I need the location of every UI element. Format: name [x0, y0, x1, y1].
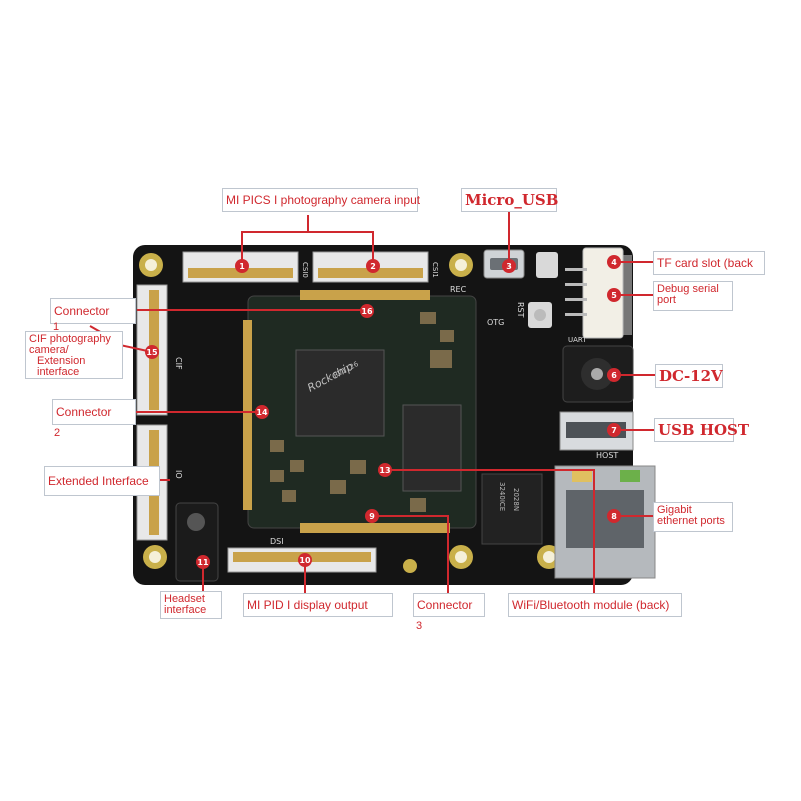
label-cif: CIF photography camera/ Extension interf… [25, 331, 123, 379]
svg-text:9: 9 [369, 512, 375, 521]
marker-15: 15 [145, 345, 159, 359]
label-connector2-num: 2 [54, 427, 61, 439]
svg-text:5: 5 [611, 291, 617, 300]
soc-chip [295, 349, 385, 437]
svg-text:14: 14 [256, 408, 268, 417]
marker-13: 13 [378, 463, 392, 477]
marker-2: 2 [366, 259, 380, 273]
label-cif-text: CIF photography camera/ [29, 333, 111, 356]
marker-8: 8 [607, 509, 621, 523]
svg-text:15: 15 [146, 348, 158, 357]
marker-9: 9 [365, 509, 379, 523]
rec-text: REC [450, 285, 467, 294]
label-connector1-num: 1 [53, 321, 60, 333]
eth-chip2-text: 2028N [512, 488, 520, 511]
label-extended: Extended Interface [44, 466, 160, 496]
csi0-text: CSI0 [301, 262, 309, 278]
label-headset: Headset interface [160, 591, 222, 619]
label-wifi-bt: WiFi/Bluetooth module (back) [508, 593, 682, 617]
label-connector1: Connector [50, 298, 136, 324]
callout-markers: 1 2 3 4 5 6 7 8 9 10 11 13 14 15 16 [145, 255, 621, 569]
left-fpc-connector [243, 320, 252, 510]
label-mipi-csi: MI PICS I photography camera input [222, 188, 420, 212]
top-fpc-connector [300, 290, 430, 300]
io-board-text: IO [174, 470, 183, 479]
marker-5: 5 [607, 288, 621, 302]
svg-text:2: 2 [370, 262, 376, 271]
marker-3: 3 [502, 259, 516, 273]
svg-text:10: 10 [299, 556, 311, 565]
bottom-fpc-connector [300, 523, 450, 533]
ethernet-transformer [481, 473, 543, 545]
label-gigabit: Gigabit ethernet ports [653, 502, 733, 532]
label-dc-12v: DC-12V [655, 364, 723, 388]
marker-6: 6 [607, 368, 621, 382]
svg-text:13: 13 [379, 466, 390, 475]
host-text: HOST [596, 451, 618, 460]
label-tf-card: TF card slot (back [653, 251, 765, 275]
rst-text: RST [516, 302, 525, 318]
dsi-board-text: DSI [270, 537, 284, 546]
svg-text:16: 16 [361, 307, 373, 316]
cif-board-text: CIF [174, 357, 183, 370]
svg-text:4: 4 [611, 258, 617, 267]
svg-text:3: 3 [506, 262, 512, 271]
marker-16: 16 [360, 304, 374, 318]
marker-1: 1 [235, 259, 249, 273]
wifi-antenna [403, 559, 417, 573]
eth-chip-text: 3240ICE [498, 482, 506, 511]
label-mipi-dsi: MI PID I display output [243, 593, 393, 617]
label-connector2: Connector [52, 399, 136, 425]
marker-4: 4 [607, 255, 621, 269]
label-connector3-num: 3 [416, 620, 423, 632]
svg-text:8: 8 [611, 512, 617, 521]
label-micro-usb: Micro_USB [461, 188, 558, 212]
rec-button [536, 252, 558, 278]
label-extension-text: Extension interface [37, 355, 86, 378]
marker-7: 7 [607, 423, 621, 437]
label-debug-serial: Debug serial port [653, 281, 733, 311]
otg-text: OTG [487, 318, 504, 327]
svg-text:1: 1 [239, 262, 245, 271]
marker-10: 10 [298, 553, 312, 567]
svg-text:6: 6 [611, 371, 617, 380]
csi1-text: CSI1 [431, 262, 439, 278]
marker-14: 14 [255, 405, 269, 419]
memory-chip [402, 404, 462, 492]
marker-11: 11 [196, 555, 210, 569]
svg-text:7: 7 [611, 426, 617, 435]
uart-text: UART [568, 336, 587, 344]
label-usb-host: USB HOST [654, 418, 749, 442]
label-connector3: Connector [413, 593, 485, 617]
debug-serial-header [582, 247, 624, 339]
svg-text:11: 11 [197, 558, 209, 567]
